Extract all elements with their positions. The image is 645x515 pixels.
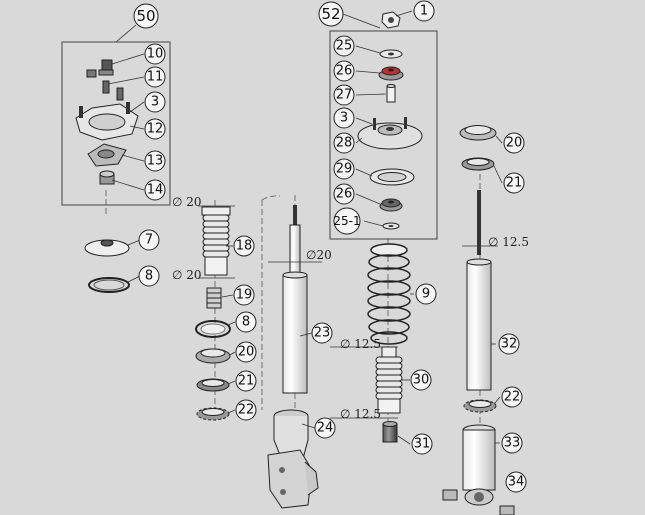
part-29-bearing-plate — [369, 168, 415, 186]
callout-7: 7 — [145, 233, 153, 248]
dimension-label-12-5-low: ∅ 12.5 — [340, 407, 381, 421]
part-27-sleeve — [386, 84, 396, 103]
dimension-label-20-lower: ∅ 20 — [172, 268, 202, 282]
part-14-bushing — [99, 170, 115, 185]
callout-8-left: 8 — [145, 269, 153, 284]
callout-1: 1 — [420, 4, 428, 19]
leader-lines — [107, 10, 503, 445]
dimension-label-20-shaft: ∅20 — [306, 248, 332, 262]
callout-32: 32 — [501, 337, 518, 352]
dimension-lines — [198, 205, 498, 419]
dimension-label-12-5-right: ∅ 12.5 — [488, 235, 529, 249]
part-13-mount-plate — [87, 143, 127, 167]
callout-11: 11 — [147, 70, 164, 85]
callout-33: 33 — [504, 436, 521, 451]
part-1-top-nut — [381, 11, 401, 29]
callout-31: 31 — [414, 437, 431, 452]
callout-34: 34 — [508, 475, 525, 490]
part-8-washer-mid — [195, 320, 231, 338]
callout-30: 30 — [413, 373, 430, 388]
callout-26-upper: 26 — [336, 64, 353, 79]
callout-3-left: 3 — [151, 95, 159, 110]
callout-12: 12 — [147, 122, 164, 137]
part-3-upper-mount-left — [75, 102, 139, 141]
part-31-bump-stop-mid — [382, 421, 398, 443]
part-3-upper-mount-right — [357, 117, 423, 150]
part-19-bump-stop — [206, 287, 222, 309]
callout-10: 10 — [147, 47, 164, 62]
part-34-lower-eye — [442, 488, 515, 515]
part-20-spring-seat-right — [459, 125, 497, 141]
callout-25-1: 25-1 — [333, 214, 360, 228]
callout-3-right: 3 — [340, 111, 348, 126]
part-20-spring-seat-upper-left — [195, 348, 231, 364]
part-26-bushing-upper — [378, 66, 404, 81]
callout-29: 29 — [336, 162, 353, 177]
dimension-label-20-top: ∅ 20 — [172, 195, 202, 209]
callout-27: 27 — [336, 88, 353, 103]
part-25-1-washer — [382, 222, 400, 230]
callout-21-right: 21 — [506, 176, 523, 191]
callout-24: 24 — [317, 421, 334, 436]
callout-22-left: 22 — [238, 403, 255, 418]
callout-14: 14 — [147, 183, 164, 198]
callout-8-mid: 8 — [242, 315, 250, 330]
part-33-lower-body — [462, 424, 496, 491]
part-32-shock-absorber-right — [466, 190, 492, 391]
callout-circles — [133, 0, 527, 493]
callout-20-right: 20 — [506, 136, 523, 151]
part-26-bushing-lower — [379, 198, 403, 212]
callout-9: 9 — [422, 287, 430, 302]
part-24-strut-housing — [267, 409, 319, 509]
part-25-washer — [379, 49, 403, 59]
part-18-dust-boot — [201, 206, 231, 276]
part-7-spring-seat — [84, 239, 130, 257]
callout-23: 23 — [314, 326, 331, 341]
part-9-coil-spring — [367, 243, 411, 345]
part-8-washer-left — [88, 277, 130, 293]
part-11-bolt-set — [86, 69, 124, 101]
dimension-label-12-5-mid: ∅ 12.5 — [340, 337, 381, 351]
part-22-lock-nut-left — [196, 407, 230, 421]
callout-18: 18 — [236, 239, 253, 254]
callout-28: 28 — [336, 136, 353, 151]
part-10-nut — [98, 59, 114, 76]
callout-52: 52 — [321, 5, 340, 23]
part-21-lock-ring-right — [461, 157, 495, 171]
callout-20-left: 20 — [238, 345, 255, 360]
callout-19: 19 — [236, 288, 253, 303]
callout-22-right: 22 — [504, 390, 521, 405]
part-23-shock-absorber-left — [282, 205, 308, 394]
callout-13: 13 — [147, 154, 164, 169]
callout-26-lower: 26 — [336, 187, 353, 202]
assembly-box-52 — [329, 30, 438, 240]
callout-21-left: 21 — [238, 374, 255, 389]
callout-25: 25 — [336, 39, 353, 54]
callout-50: 50 — [136, 7, 155, 25]
part-21-lock-ring-left — [196, 378, 230, 392]
part-22-lock-nut-right — [463, 399, 497, 413]
part-30-dust-boot-mid — [375, 346, 403, 414]
